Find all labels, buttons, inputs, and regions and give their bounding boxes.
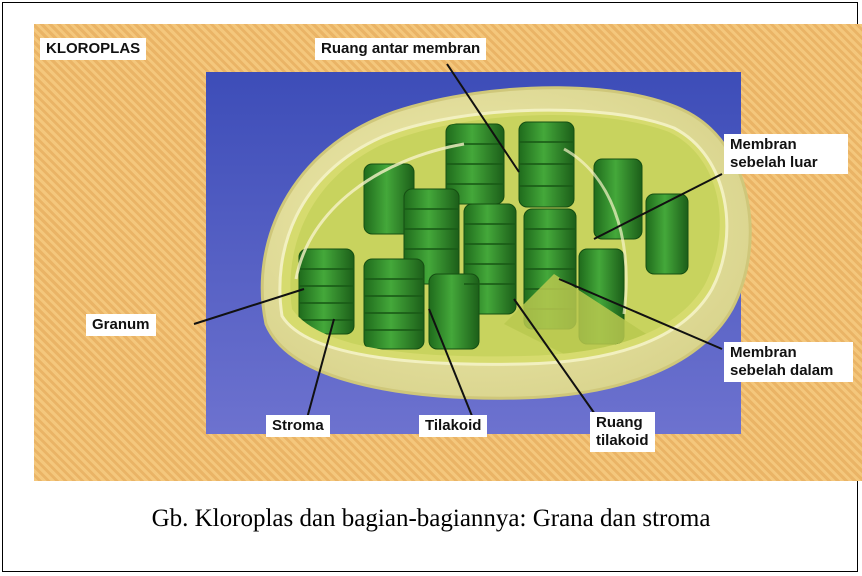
label-ruang-tilakoid-line2: tilakoid — [596, 432, 649, 450]
label-membran-luar-line1: Membran — [730, 136, 818, 154]
label-tilakoid: Tilakoid — [419, 415, 487, 437]
label-stroma: Stroma — [266, 415, 330, 437]
chloroplast-figure: KLOROPLAS Ruang antar membran Membran se… — [34, 24, 862, 481]
label-ruang-antar-membran: Ruang antar membran — [315, 38, 486, 60]
label-granum: Granum — [86, 314, 156, 336]
label-membran-luar-line2: sebelah luar — [730, 154, 818, 172]
chloroplast-illustration — [34, 24, 862, 481]
label-membran-dalam: Membran sebelah dalam — [724, 342, 853, 382]
label-ruang-tilakoid: Ruang tilakoid — [590, 412, 655, 452]
label-membran-dalam-line1: Membran — [730, 344, 833, 362]
label-membran-dalam-line2: sebelah dalam — [730, 362, 833, 380]
figure-caption: Gb. Kloroplas dan bagian-bagiannya: Gran… — [3, 505, 859, 533]
label-ruang-tilakoid-line1: Ruang — [596, 414, 649, 432]
label-membran-luar: Membran sebelah luar — [724, 134, 848, 174]
figure-title: KLOROPLAS — [40, 38, 146, 60]
